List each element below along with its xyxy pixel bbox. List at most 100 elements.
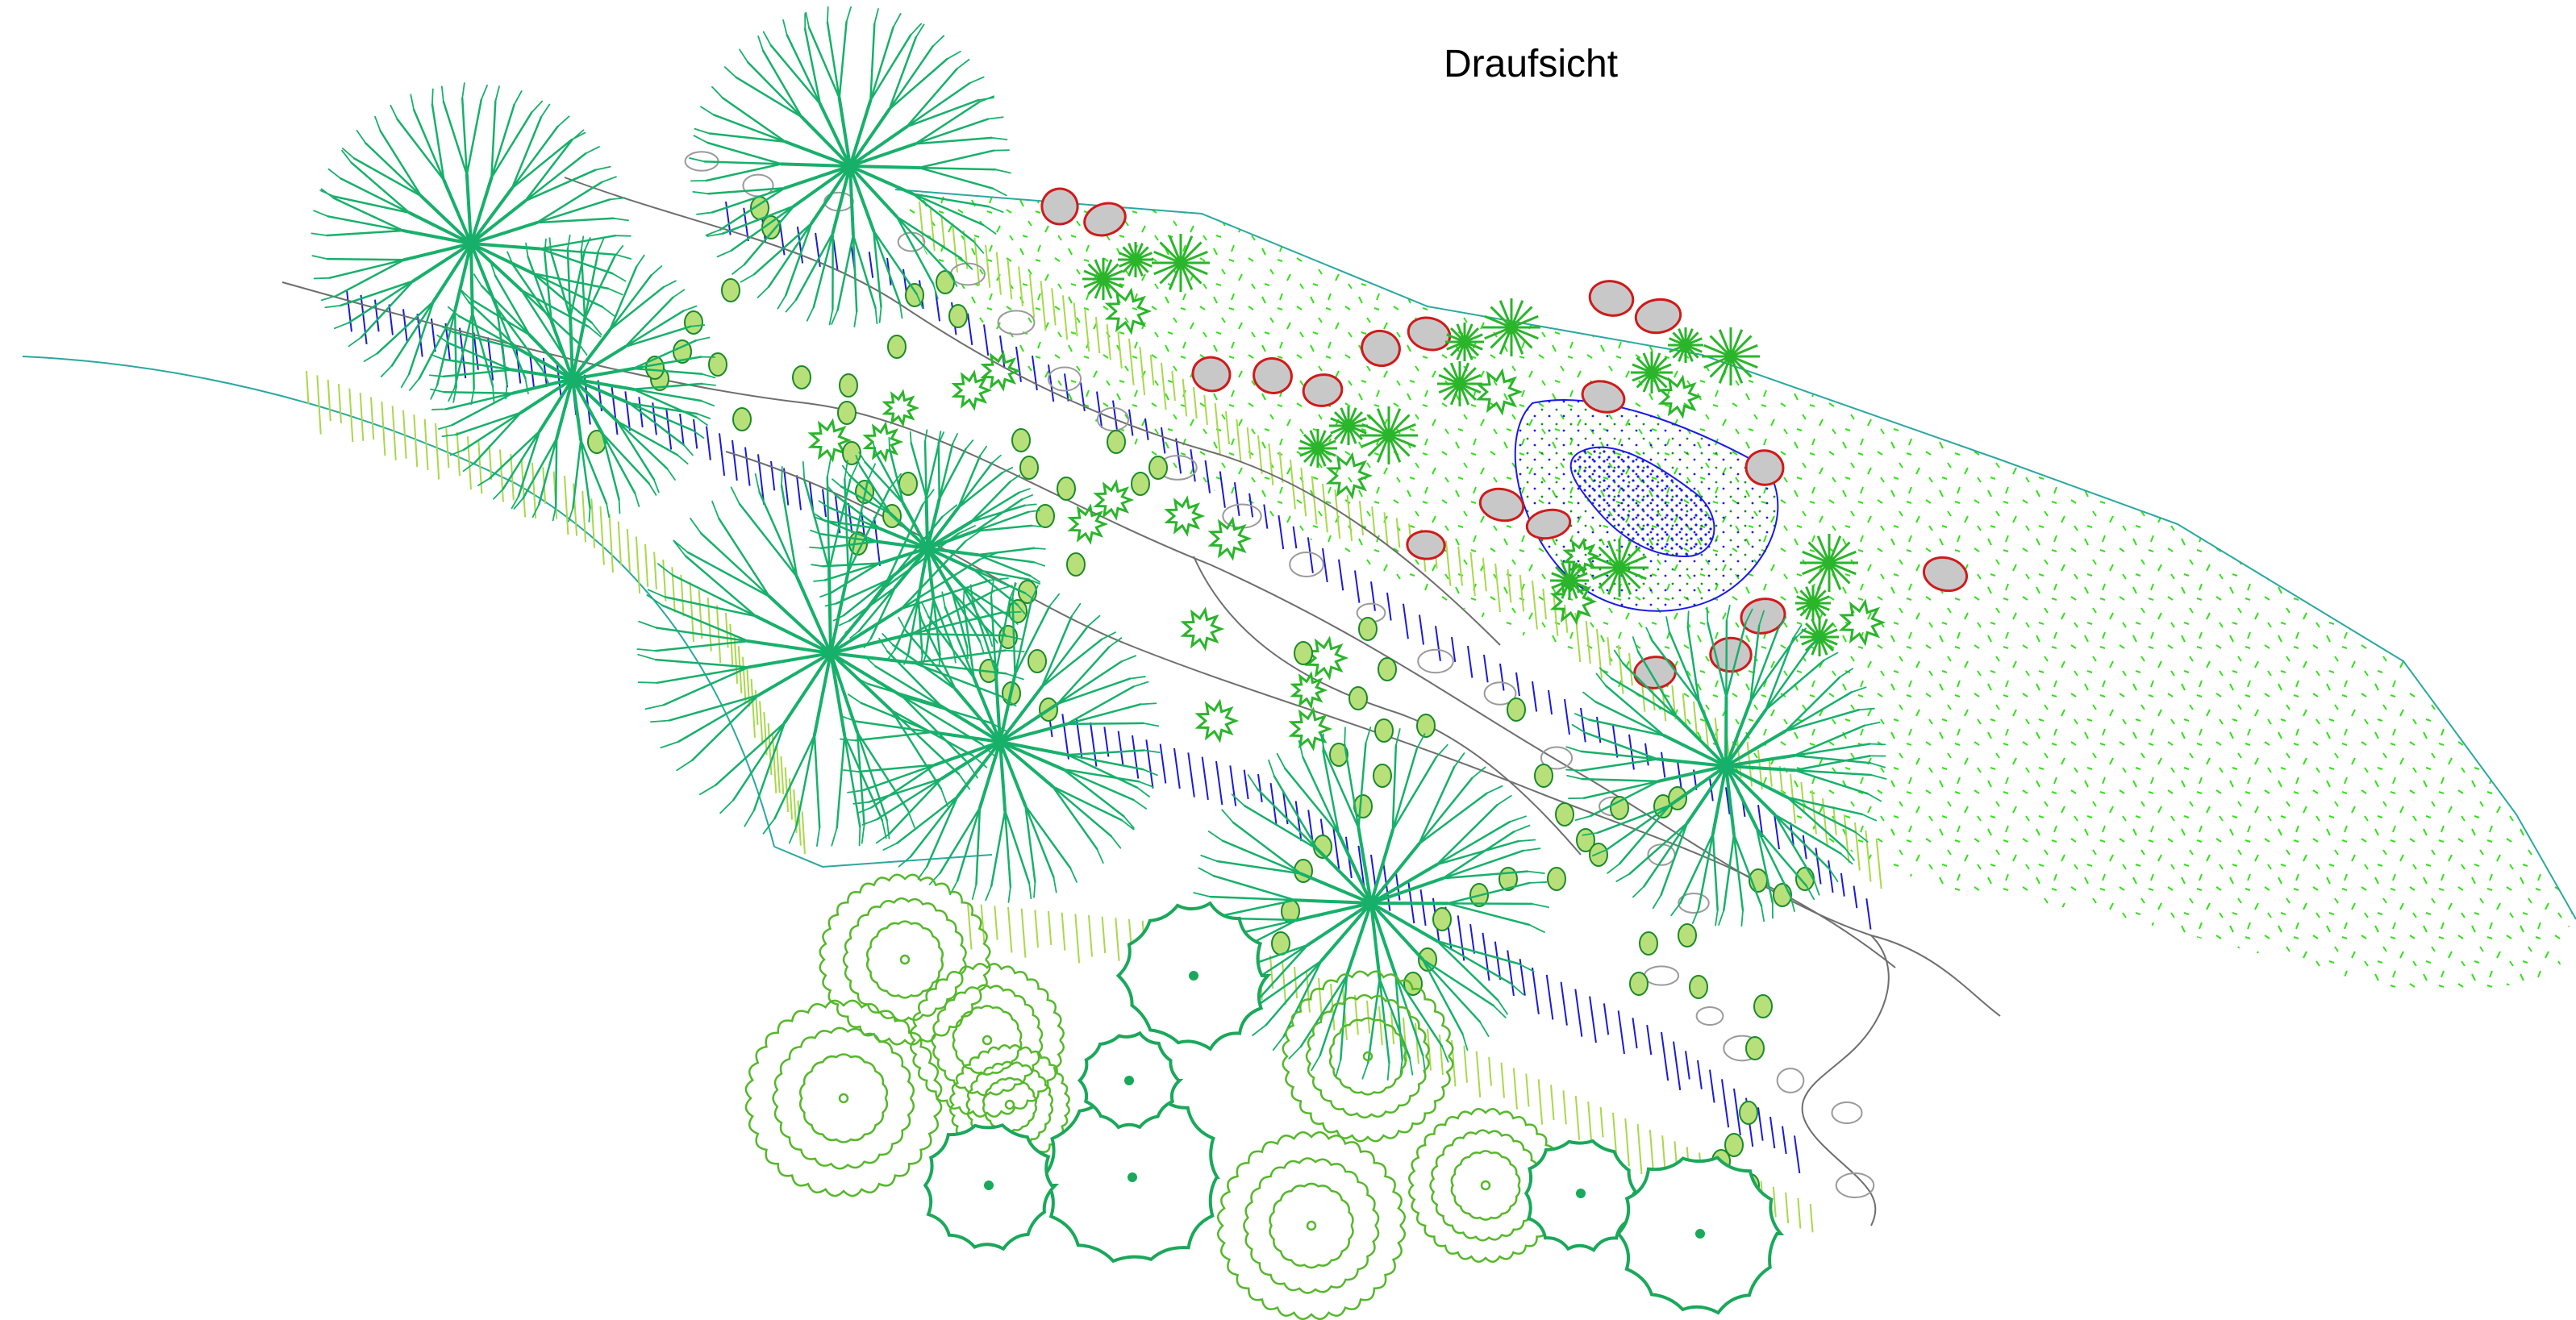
hatch-stroke [416,314,423,357]
bushy-tree-icon [1282,970,1454,1143]
hatch-stroke [940,215,946,250]
hatch-stroke [1488,1056,1492,1086]
cone-shrub-icon [1066,552,1086,577]
hatch-stroke [531,462,537,519]
hatch-stroke [413,414,419,468]
hatch-stroke [456,431,461,477]
hatch-stroke [1139,346,1146,396]
boundary-line-north [894,189,2576,920]
hatch-stroke [1685,1051,1690,1080]
hatch-stroke [1444,540,1452,586]
hatch-stroke [653,552,657,590]
hatch-stroke [1257,435,1263,474]
hatch-stroke [1282,960,1287,1006]
cone-shrub-icon [1745,1036,1765,1060]
hatch-stroke [1757,1107,1764,1141]
boulder-icon [1407,316,1452,352]
hatch-stroke [1494,941,1502,981]
hatch-stroke [1778,765,1784,797]
hatch-stroke [1733,1088,1741,1136]
hatch-stroke [983,324,990,356]
hatch-stroke [1585,620,1591,664]
hatch-stroke [1482,557,1487,592]
hatch-stroke [1794,1135,1801,1174]
hatch-stroke [1371,506,1376,535]
cone-shrub-icon [721,278,740,302]
hatch-stroke [611,385,619,435]
hatch-stroke [1378,1006,1383,1046]
hatch-stroke [1354,994,1359,1035]
hatch-stroke [822,489,827,518]
hatch-stroke [360,294,368,345]
star-shrub-icon [1207,516,1253,561]
hatch-stroke [487,337,494,381]
hatch-stroke [520,458,527,518]
hatch-stroke [832,239,839,271]
jagged-trees [923,901,1785,1315]
cone-shrub-icon [1555,802,1574,827]
hatch-stroke [1802,835,1807,860]
hatch-stroke [1061,714,1069,760]
hatch-stroke [1294,801,1303,842]
hatch-stroke [1562,1090,1567,1125]
boulder-icon [1083,202,1127,237]
hatch-stroke [770,460,776,491]
cone-shrub-icon [1753,994,1773,1018]
hatch-stroke [1334,489,1341,539]
hatch-stroke [1088,914,1094,957]
hatch-stroke [1875,838,1882,889]
hatch-stroke [1607,636,1611,666]
hatch-stroke [1074,914,1081,964]
hatch-stroke [1040,281,1047,331]
hatch-stroke [1682,693,1687,727]
cone-shrub-icon [1795,867,1815,891]
star-shrub-icon [1290,671,1328,710]
hatch-stroke [784,767,790,813]
star-shrub-icon [951,369,993,411]
hatch-stroke [1693,701,1698,735]
hatch-stroke [1306,972,1311,1013]
hatch-stroke [1612,725,1619,758]
hatch-stroke [1117,331,1123,369]
hatch-stroke [1628,734,1635,770]
cone-shrub-icon [684,310,703,335]
hatch-stroke [1145,739,1154,789]
hatch-stroke [1697,1060,1703,1089]
hatch-stroke [1204,460,1211,493]
hatch-stroke [1525,1073,1530,1107]
hatch-stroke [488,445,493,481]
hatch-stroke [763,712,768,756]
hatch-stroke [1865,830,1872,882]
boulder-icon [1740,598,1786,635]
cone-shrub-icon [936,270,955,294]
hatch-stroke [1311,475,1318,525]
hatch-stroke [1548,689,1553,715]
hatch-stroke [1190,449,1196,482]
hatch-stroke [435,423,440,480]
hatch-stroke [346,289,352,332]
boulders [1040,187,1969,689]
hatch-stroke [662,559,667,602]
star-shrub-icon [1067,503,1109,545]
stepping-stone [1678,892,1710,914]
hatch-stroke [680,574,685,617]
hatch-stroke [381,401,386,456]
hatch-stroke [1790,822,1794,846]
cone-shrub-icon [1378,657,1397,681]
boulder-icon [1040,187,1079,226]
bushy-tree-icon [910,963,1065,1118]
hatch-stroke [1483,654,1489,683]
star-shrub-icon [807,418,852,463]
hatch-stroke [1435,626,1441,661]
hatch-stroke [528,352,536,390]
hatch-stroke [1542,588,1548,620]
hatch-stroke [1532,967,1540,1014]
boulder-icon [1922,556,1969,593]
hatch-stroke [1811,789,1817,835]
branching-tree-icon [840,581,1161,903]
star-shrub-icon [1180,606,1225,652]
boulder-icon [1588,280,1635,317]
hatch-stroke [1332,827,1340,869]
hatch-stroke [1246,427,1252,459]
